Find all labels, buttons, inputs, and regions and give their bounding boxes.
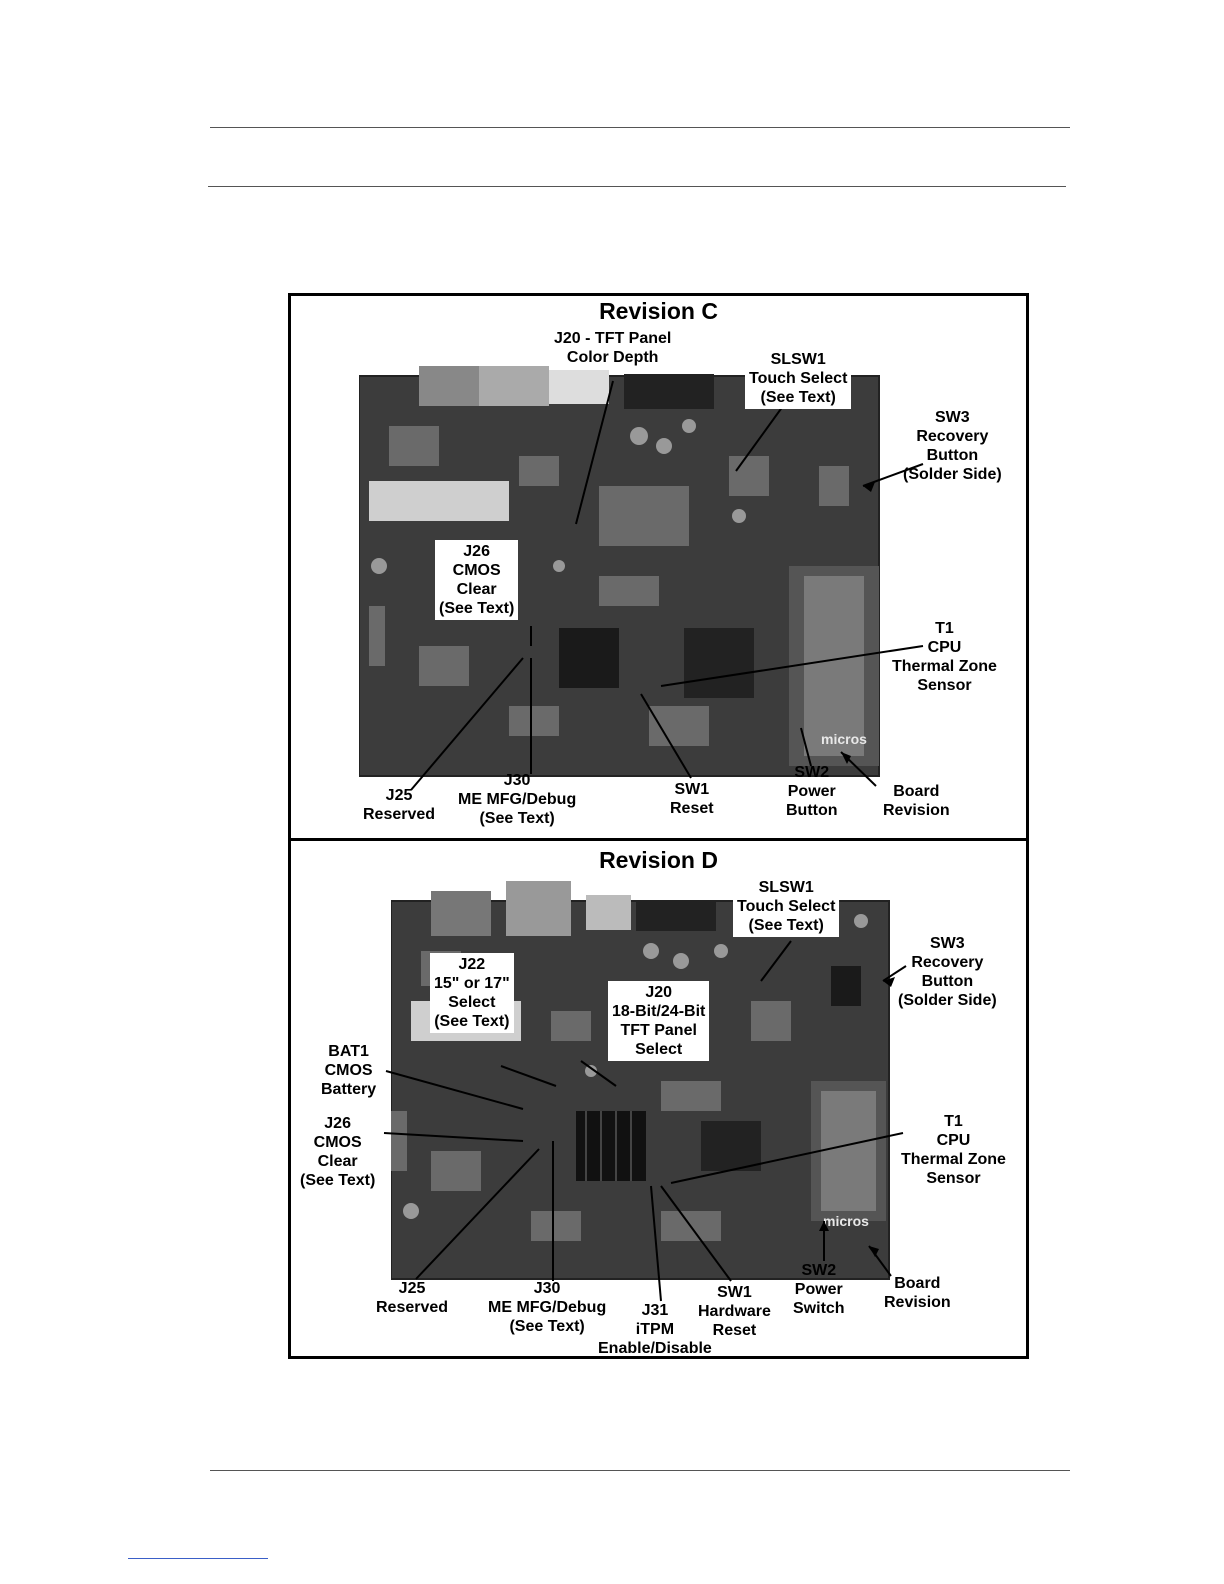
revision-d-title: Revision D <box>599 847 718 873</box>
revision-d-board-photo: micros <box>391 881 890 1280</box>
revision-c-silkscreen: micros <box>821 731 867 747</box>
header-rule-bottom <box>208 186 1066 187</box>
footer-link-underline <box>128 1558 268 1559</box>
footer-rule <box>210 1470 1070 1471</box>
revision-c-panel: Revision C micros <box>291 296 1026 841</box>
revision-c-title: Revision C <box>599 298 718 324</box>
revision-d-panel: Revision D <box>291 841 1026 1357</box>
motherboard-figure: Revision C micros <box>288 293 1029 1359</box>
revision-d-silkscreen: micros <box>823 1213 869 1229</box>
header-rule-top <box>210 127 1070 128</box>
